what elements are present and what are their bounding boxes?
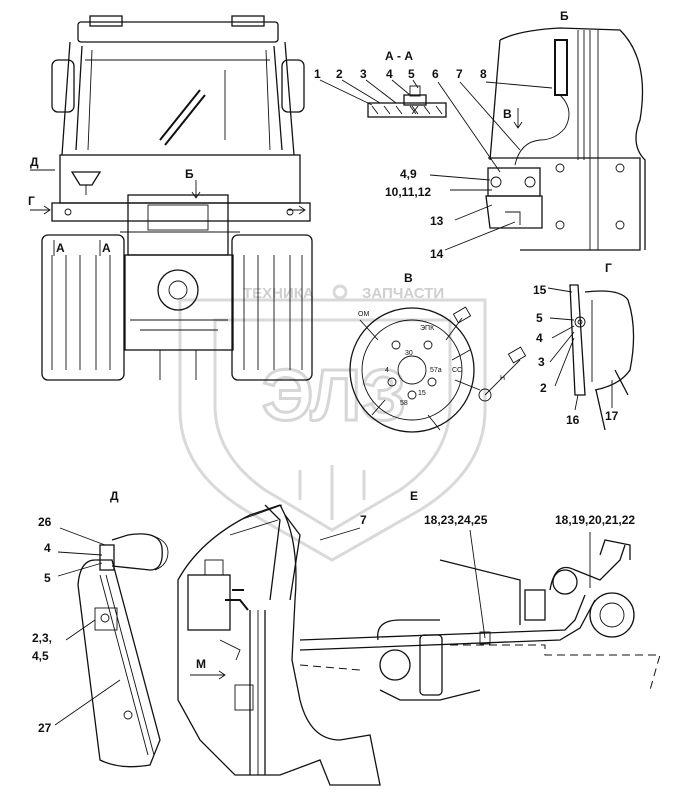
callout-7: 7: [456, 67, 463, 81]
callout-d-5: 5: [44, 571, 51, 585]
callout-18-19-20-21-22: 18,19,20,21,22: [555, 513, 635, 527]
callout-13: 13: [430, 214, 444, 228]
callout-18-23-24-25: 18,23,24,25: [424, 513, 488, 527]
section-label-a-right: А: [102, 241, 111, 255]
callout-5: 5: [408, 67, 415, 81]
pin-57a: 57а: [430, 367, 442, 374]
section-title-e: Е: [410, 489, 418, 503]
pin-15: 15: [418, 390, 426, 397]
section-title-b: Б: [560, 9, 569, 23]
view-b: Б В 4,9 10,11,12 13 14: [385, 9, 646, 261]
callout-2-3: 2,3,: [32, 631, 52, 645]
callout-g-3: 3: [538, 355, 545, 369]
pin-4: 4: [385, 367, 389, 374]
callout-4: 4: [386, 67, 393, 81]
callout-8: 8: [480, 67, 487, 81]
watermark-right-text: ЗАПЧАСТИ: [362, 285, 444, 302]
section-title-d: Д: [110, 489, 119, 503]
callout-3: 3: [360, 67, 367, 81]
section-label-g-left: Г: [28, 194, 35, 208]
callout-d-4: 4: [44, 541, 51, 555]
pin-30: 30: [405, 350, 413, 357]
view-g-lamp: Г 15 5 4 3 2 16 17: [533, 261, 635, 431]
watermark: ТЕХНИКА ЗАПЧАСТИ ЭЛЗ: [178, 284, 487, 562]
callout-16: 16: [566, 413, 580, 427]
callout-26: 26: [38, 515, 52, 529]
callout-g-2: 2: [540, 381, 547, 395]
view-e: Е М 7 18,23,24,25 18,19,20,21,22: [177, 489, 661, 786]
watermark-wheat-icon: [298, 465, 366, 520]
section-label-a-left: А: [56, 241, 65, 255]
callout-6: 6: [432, 67, 439, 81]
arrow-g-left: [30, 205, 51, 215]
section-title-aa: А - А: [385, 49, 413, 63]
pin-epk: ЭПК: [420, 325, 435, 332]
connector-housing: [349, 307, 475, 433]
arrow-b-down: [191, 180, 201, 199]
pin-om: ОМ: [358, 311, 369, 318]
callout-g-4: 4: [536, 331, 543, 345]
section-title-v: В: [404, 271, 413, 285]
watermark-shield-outline: [178, 298, 487, 562]
section-label-b-arrow: Б: [185, 167, 194, 181]
view-v-connector: В ОМ ЭПК 57а 30 15 58 СС 4 Н: [349, 271, 527, 433]
section-title-g: Г: [605, 261, 612, 275]
callout-10-11-12: 10,11,12: [385, 185, 431, 199]
pin-cc: СС: [452, 367, 462, 374]
section-label-d: Д: [30, 155, 39, 169]
callout-g-5: 5: [536, 311, 543, 325]
callout-15: 15: [533, 283, 547, 297]
callout-14: 14: [430, 247, 444, 261]
pin-58: 58: [400, 400, 408, 407]
callout-1: 1: [314, 67, 321, 81]
callout-e-7: 7: [360, 513, 367, 527]
callout-4-9: 4,9: [400, 167, 417, 181]
section-a-a: А - А 1 2 3 4 5 6 7 8: [314, 49, 553, 173]
section-label-v-arrow: В: [503, 107, 512, 121]
arrow-v-down: [513, 108, 523, 129]
watermark-left-text: ТЕХНИКА: [243, 285, 314, 302]
callout-2: 2: [336, 67, 343, 81]
pin-h: Н: [500, 375, 505, 382]
arrow-g-right: [288, 205, 306, 215]
view-d: Д 26 4 5 2,3, 4,5 27: [32, 489, 169, 768]
callout-4-5: 4,5: [32, 649, 49, 663]
watermark-logo: ЭЛЗ: [262, 356, 406, 436]
tractor-rear-view: Д Г Б А А: [28, 15, 313, 381]
callout-17: 17: [605, 409, 619, 423]
watermark-shield-inner: [213, 318, 452, 532]
watermark-gear-icon: [332, 284, 348, 300]
section-label-m: М: [196, 657, 206, 671]
callout-27: 27: [38, 721, 52, 735]
